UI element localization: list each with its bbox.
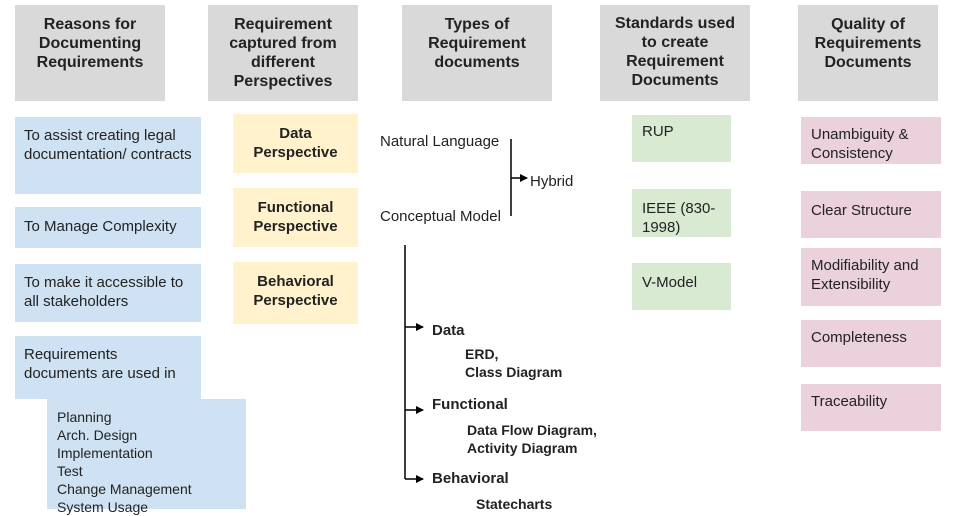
model-behavioral: Behavioral bbox=[432, 470, 509, 487]
quality-clear-structure: Clear Structure bbox=[801, 191, 941, 238]
perspective-behavioral: Behavioral Perspective bbox=[233, 262, 358, 324]
reason-legal-documentation: To assist creating legal documentation/ … bbox=[15, 117, 201, 194]
reason-documents-used-in: Requirements documents are used in bbox=[15, 336, 201, 399]
header-reasons: Reasons for Documenting Requirements bbox=[15, 5, 165, 101]
perspective-functional: Functional Perspective bbox=[233, 188, 358, 247]
quality-completeness: Completeness bbox=[801, 320, 941, 367]
standard-ieee: IEEE (830-1998) bbox=[632, 189, 731, 237]
quality-traceability: Traceability bbox=[801, 384, 941, 431]
connector-lines bbox=[404, 139, 528, 483]
header-types: Types of Requirement documents bbox=[402, 5, 552, 101]
type-natural-language: Natural Language bbox=[380, 133, 500, 150]
standard-v-model: V-Model bbox=[632, 263, 731, 310]
perspective-data: Data Perspective bbox=[233, 114, 358, 173]
header-perspectives: Requirement captured from different Pers… bbox=[208, 5, 358, 101]
quality-modifiability: Modifiability and Extensibility bbox=[801, 248, 941, 306]
reason-manage-complexity: To Manage Complexity bbox=[15, 207, 201, 248]
reason-accessible-stakeholders: To make it accessible to all stakeholder… bbox=[15, 264, 201, 322]
model-functional: Functional bbox=[432, 396, 508, 413]
model-behavioral-examples: Statecharts bbox=[476, 496, 553, 512]
header-quality: Quality of Requirements Documents bbox=[798, 5, 938, 101]
model-data-examples: ERD, Class Diagram bbox=[465, 346, 563, 380]
header-standards: Standards used to create Requirement Doc… bbox=[600, 5, 750, 101]
standard-rup: RUP bbox=[632, 115, 731, 162]
type-hybrid: Hybrid bbox=[530, 173, 574, 190]
type-conceptual-model: Conceptual Model bbox=[380, 208, 501, 225]
model-data: Data bbox=[432, 322, 465, 339]
quality-unambiguity: Unambiguity & Consistency bbox=[801, 117, 941, 164]
model-functional-examples: Data Flow Diagram, Activity Diagram bbox=[467, 422, 597, 456]
